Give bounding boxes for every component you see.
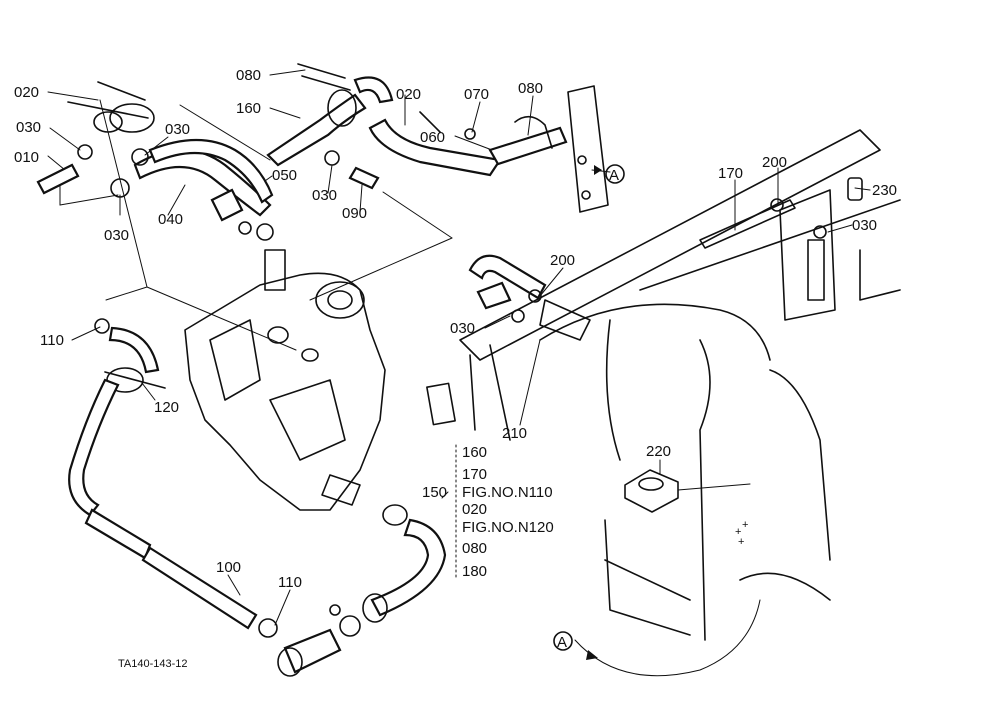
callout-080-right: 080	[518, 80, 543, 97]
callout-200-center: 200	[550, 252, 575, 269]
leader-lines	[47, 69, 871, 677]
callout-100: 100	[216, 559, 241, 576]
clamp-030-right	[813, 225, 827, 239]
label-pattern: + + +	[735, 519, 748, 548]
callout-020-left: 020	[14, 84, 39, 101]
clamp-030-left	[77, 144, 149, 198]
hose-110-upper	[94, 318, 160, 374]
clamp-020-upper-left	[67, 81, 155, 133]
callout-220: 220	[646, 443, 671, 460]
marker-a-text-lower: A	[557, 634, 567, 651]
hose-long-lower	[68, 378, 152, 560]
drawing-id: TA140-143-12	[118, 658, 188, 670]
stack-160: 160	[462, 444, 487, 461]
callout-200-right: 200	[762, 154, 787, 171]
reference-marker-a-upper: A	[594, 164, 625, 184]
pipe-lower-bottom	[277, 628, 342, 677]
callout-030-left-a: 030	[16, 119, 41, 136]
callout-030-left-b: 030	[165, 121, 190, 138]
hose-100	[141, 546, 258, 630]
hose-090	[348, 166, 380, 190]
svg-text:+: +	[742, 519, 748, 531]
stack-020: 020	[462, 501, 487, 518]
callouts: 020 030 010 030 030 040 050 080 160 020 …	[14, 67, 897, 591]
cap-230	[847, 177, 863, 201]
pipe-160	[266, 63, 394, 167]
svg-text:+: +	[735, 526, 741, 538]
callout-110-bottom: 110	[278, 574, 302, 591]
stack-080: 080	[462, 540, 487, 557]
callout-020-top: 020	[396, 86, 421, 103]
callout-040: 040	[158, 211, 183, 228]
callout-210: 210	[502, 425, 527, 442]
callout-030-center-b: 030	[450, 320, 475, 337]
callout-030-left-c: 030	[104, 227, 129, 244]
callout-160-top: 160	[236, 100, 261, 117]
callout-120: 120	[154, 399, 179, 416]
pipe-010	[36, 163, 80, 195]
stack-fig-n120: FIG.NO.N120	[462, 519, 554, 536]
stack-180: 180	[462, 563, 487, 580]
bracket-170	[699, 199, 796, 249]
reference-marker-a-lower: A	[553, 631, 598, 660]
stack-170: 170	[462, 466, 487, 483]
upper-hose-040	[133, 138, 274, 217]
pipe-060	[368, 111, 568, 177]
marker-a-text-upper: A	[609, 167, 619, 184]
svg-text:+: +	[738, 536, 744, 548]
callout-170-right: 170	[718, 165, 743, 182]
clamp-110-lower	[258, 618, 278, 638]
hose-050-stub	[210, 188, 274, 241]
callout-070: 070	[464, 86, 489, 103]
callout-080-top: 080	[236, 67, 261, 84]
hose-bottom-center	[329, 504, 447, 637]
callout-050: 050	[272, 167, 297, 184]
clamp-030-center	[324, 150, 340, 166]
callout-110-left: 110	[40, 332, 64, 349]
stack-150: 150	[422, 484, 447, 501]
engine-block	[184, 249, 386, 511]
callout-060: 060	[420, 129, 445, 146]
block-220	[624, 469, 751, 513]
bracket-upper-right	[567, 85, 609, 213]
radiator-frame	[426, 129, 901, 641]
reference-stack: 160 170 150 FIG.NO.N110 020 FIG.NO.N120 …	[422, 444, 554, 581]
reservoir-tank	[770, 189, 836, 321]
callout-030-right: 030	[852, 217, 877, 234]
hose-210-area	[468, 254, 591, 341]
callout-090: 090	[342, 205, 367, 222]
callout-010: 010	[14, 149, 39, 166]
stack-fig-n110: FIG.NO.N110	[462, 484, 553, 501]
callout-230: 230	[872, 182, 897, 199]
callout-030-center: 030	[312, 187, 337, 204]
